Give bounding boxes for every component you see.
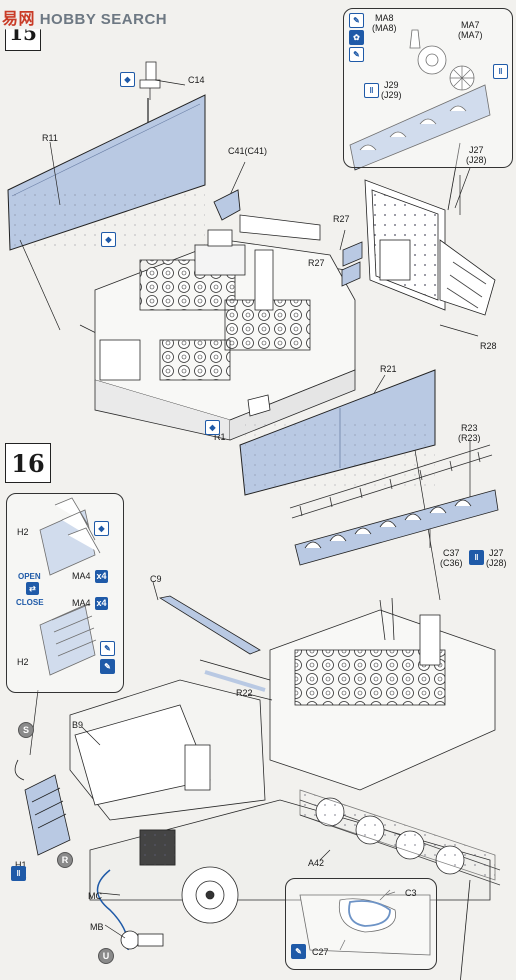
- multiplier-badge: x4: [95, 597, 108, 610]
- cement-icon: ◆: [205, 420, 220, 435]
- part-c37: [294, 489, 499, 566]
- glue-icon: ✎: [349, 47, 364, 62]
- cement-icon: ◆: [94, 521, 109, 536]
- vehicle-step16: [69, 597, 501, 924]
- part-ref-icon: ‖: [469, 550, 484, 565]
- label-ma4-open: MA4: [72, 571, 91, 581]
- label-r11: R11: [42, 133, 58, 143]
- watermark-cn: 易: [2, 11, 19, 28]
- watermark-cn2: 网: [18, 11, 36, 28]
- photo-etch-icon: ✿: [349, 30, 364, 45]
- hull-step15: [94, 214, 356, 441]
- cement-icon: ◆: [101, 232, 116, 247]
- label-ma4-closed: MA4: [72, 598, 91, 608]
- label-c37: C37 (C36): [440, 548, 463, 568]
- label-c9: C9: [150, 574, 162, 584]
- callout-art: [349, 29, 491, 171]
- label-ma7: MA7 (MA7): [458, 20, 483, 40]
- part-h2-open: [39, 497, 101, 576]
- label-r23: R23 (R23): [458, 423, 481, 443]
- step-number-16-text: 16: [11, 448, 45, 478]
- label-mc: MC: [88, 891, 102, 901]
- part-h1: [24, 774, 71, 856]
- label-r1: R1: [214, 432, 226, 442]
- label-c27: C27: [312, 947, 329, 957]
- label-c41: C41(C41): [228, 146, 268, 156]
- label-mb: MB: [90, 922, 104, 932]
- label-a42: A42: [308, 858, 325, 868]
- label-j27-lower: J27 (J28): [486, 548, 507, 568]
- glue-icon: ✎: [349, 13, 364, 28]
- label-r21: R21: [380, 364, 397, 374]
- badge-s: S: [18, 722, 34, 738]
- open-label: OPEN: [18, 572, 41, 581]
- open-close-icon: ⇄: [26, 582, 39, 595]
- label-b9: B9: [72, 720, 84, 730]
- glue-icon: ✎: [100, 641, 115, 656]
- label-c14: C14: [188, 75, 205, 85]
- label-r28: R28: [480, 341, 497, 351]
- part-h2-closed: [39, 603, 97, 676]
- badge-u: U: [98, 948, 114, 964]
- part-c9: [158, 595, 261, 655]
- watermark: 易网 HOBBY SEARCH: [2, 5, 167, 29]
- step-number-15-text: 15: [9, 21, 37, 45]
- part-ref-icon: ‖: [11, 866, 26, 881]
- badge-r: R: [57, 852, 73, 868]
- label-r22: R22: [236, 688, 253, 698]
- part-r28: [364, 179, 496, 316]
- label-j29: J29 (J29): [381, 80, 402, 100]
- label-h2-closed: H2: [17, 657, 29, 667]
- cement-icon: ◆: [120, 72, 135, 87]
- close-label: CLOSE: [16, 598, 44, 607]
- part-r23: [289, 444, 493, 519]
- bottom-callout-art: [299, 894, 431, 956]
- label-c3: C3: [405, 888, 417, 898]
- label-r27b: R27: [308, 258, 325, 268]
- brush-icon: ✎: [100, 659, 115, 674]
- part-r1: [247, 394, 271, 417]
- part-r27b: [341, 261, 361, 287]
- label-ma8: MA8 (MA8): [372, 13, 397, 33]
- step-number-16: 16: [5, 443, 51, 483]
- part-r27a: [342, 241, 363, 267]
- part-c41: [213, 189, 241, 221]
- multiplier-badge: x4: [95, 570, 108, 583]
- watermark-text: HOBBY SEARCH: [39, 11, 168, 28]
- callout-box-bottom: [285, 878, 437, 970]
- step-number-15: 15: [5, 21, 41, 51]
- part-ref-icon: ‖: [493, 64, 508, 79]
- part-ref-icon: ‖: [364, 83, 379, 98]
- part-c14: [139, 61, 161, 100]
- label-j27-callout: J27 (J28): [466, 145, 487, 165]
- label-r27a: R27: [333, 214, 350, 224]
- label-h2-open: H2: [17, 527, 29, 537]
- brush-icon: ✎: [291, 944, 306, 959]
